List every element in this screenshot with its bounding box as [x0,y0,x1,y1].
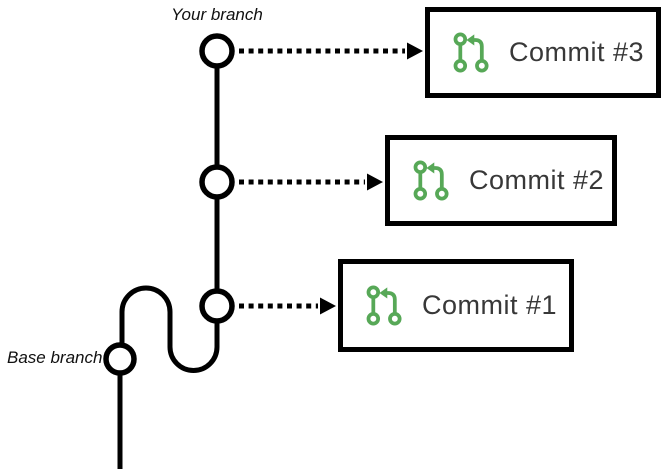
commit-node-2 [199,164,235,200]
base-branch-node [103,342,137,376]
commit-label: Commit #3 [509,37,645,67]
commit-label: Commit #1 [422,290,558,320]
arrow-head-icon [320,297,336,315]
arrow-to-commit-3 [239,42,423,60]
git-pull-request-icon [413,160,449,201]
arrow-to-commit-1 [239,297,336,315]
your-branch-label: Your branch [171,5,263,24]
commit-label: Commit #2 [469,165,605,195]
arrow-head-icon [367,173,383,191]
commit-box-3: Commit #3 [425,7,661,98]
arrow-head-icon [407,42,423,60]
base-branch-label: Base branch [7,348,103,367]
commit-box-2: Commit #2 [385,135,617,226]
branch-merge-curve [119,285,220,373]
git-pull-request-icon [453,32,489,73]
arrow-to-commit-2 [239,173,383,191]
commit-node-3 [199,33,235,69]
git-pull-request-icon [366,285,402,326]
commit-node-1 [199,288,235,324]
commit-box-1: Commit #1 [338,259,574,352]
